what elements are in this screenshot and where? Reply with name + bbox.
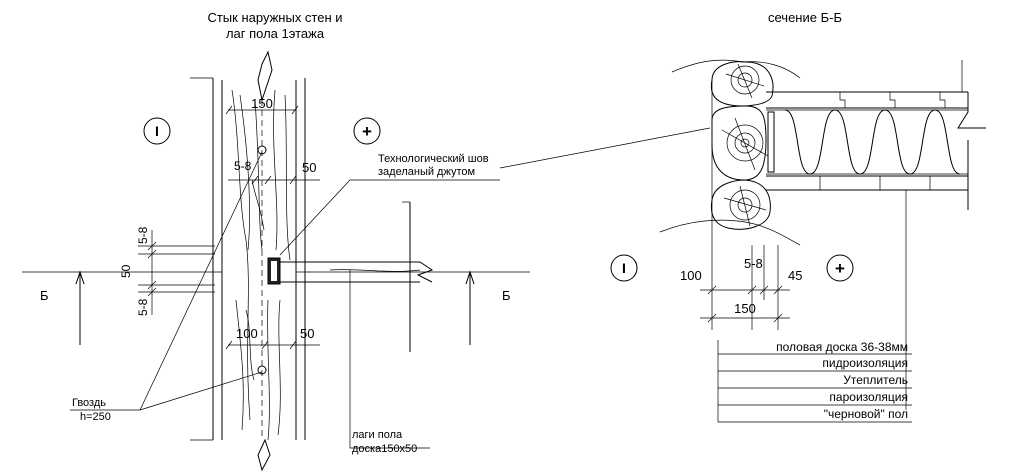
left-dim-50-top: 50 <box>302 160 316 175</box>
right-axis-plus-circle <box>826 254 854 282</box>
note-nail-line2: h=250 <box>80 411 111 423</box>
floor-joist <box>267 201 434 352</box>
floor-layers <box>766 60 986 410</box>
left-axis-plus-label: + <box>362 122 372 141</box>
right-axis-plus-label: + <box>835 259 845 278</box>
left-vertical-dims: 5-8 50 5-8 <box>119 226 215 316</box>
note-joist-line2: доска150х50 <box>352 443 417 455</box>
log-wall <box>190 50 306 472</box>
left-dim-50-v: 50 <box>119 264 133 278</box>
nail-top-icon <box>257 145 267 155</box>
left-axis-minus-circle <box>143 117 171 145</box>
note-joist-line1: лаги пола <box>352 429 403 441</box>
left-dim-50-bottom: 50 <box>300 326 314 341</box>
layer-legend: половая доска 36-38мм пидроизоляция Утеп… <box>717 340 912 423</box>
section-marker-right: Б <box>502 288 511 303</box>
left-dim-5-8-v1: 5-8 <box>136 226 150 244</box>
right-dim-5-8: 5-8 <box>744 256 763 271</box>
left-dim-5-8-v2: 5-8 <box>136 298 150 316</box>
layer-label-2: пидроизоляция <box>822 356 908 370</box>
right-axis-minus-circle <box>610 254 638 282</box>
right-title: сечение Б-Б <box>768 10 842 25</box>
layer-label-3: Утеплитель <box>843 373 908 387</box>
layer-label-1: половая доска 36-38мм <box>776 340 908 354</box>
left-dim-5-8-top: 5-8 <box>234 159 252 173</box>
left-dim-150: 150 <box>251 96 273 111</box>
left-axis-minus-label: I <box>155 123 159 139</box>
section-marker-left: Б <box>40 288 49 303</box>
note-seam-line1: Технологический шов <box>378 153 489 165</box>
note-nail-line1: Гвоздь <box>72 397 106 409</box>
layer-label-5: "черновой" пол <box>824 407 908 421</box>
left-axis-plus-circle <box>353 117 381 145</box>
left-dim-100: 100 <box>236 326 258 341</box>
right-dim-45: 45 <box>788 268 802 283</box>
right-dim-100: 100 <box>680 268 702 283</box>
left-title-line2: лаг пола 1этажа <box>226 26 325 41</box>
left-title-line1: Стык наружных стен и <box>207 10 342 25</box>
left-drawing: Стык наружных стен и лаг пола 1этажа <box>22 10 711 472</box>
layer-label-4: пароизоляция <box>829 390 908 404</box>
nail-bottom-icon <box>257 365 267 375</box>
right-dim-150: 150 <box>734 301 756 316</box>
right-drawing: сечение Б-Б <box>610 10 986 423</box>
note-seam-line2: заделаный джутом <box>378 166 475 178</box>
log-sections <box>659 59 801 330</box>
right-axis-minus-label: I <box>622 260 626 276</box>
